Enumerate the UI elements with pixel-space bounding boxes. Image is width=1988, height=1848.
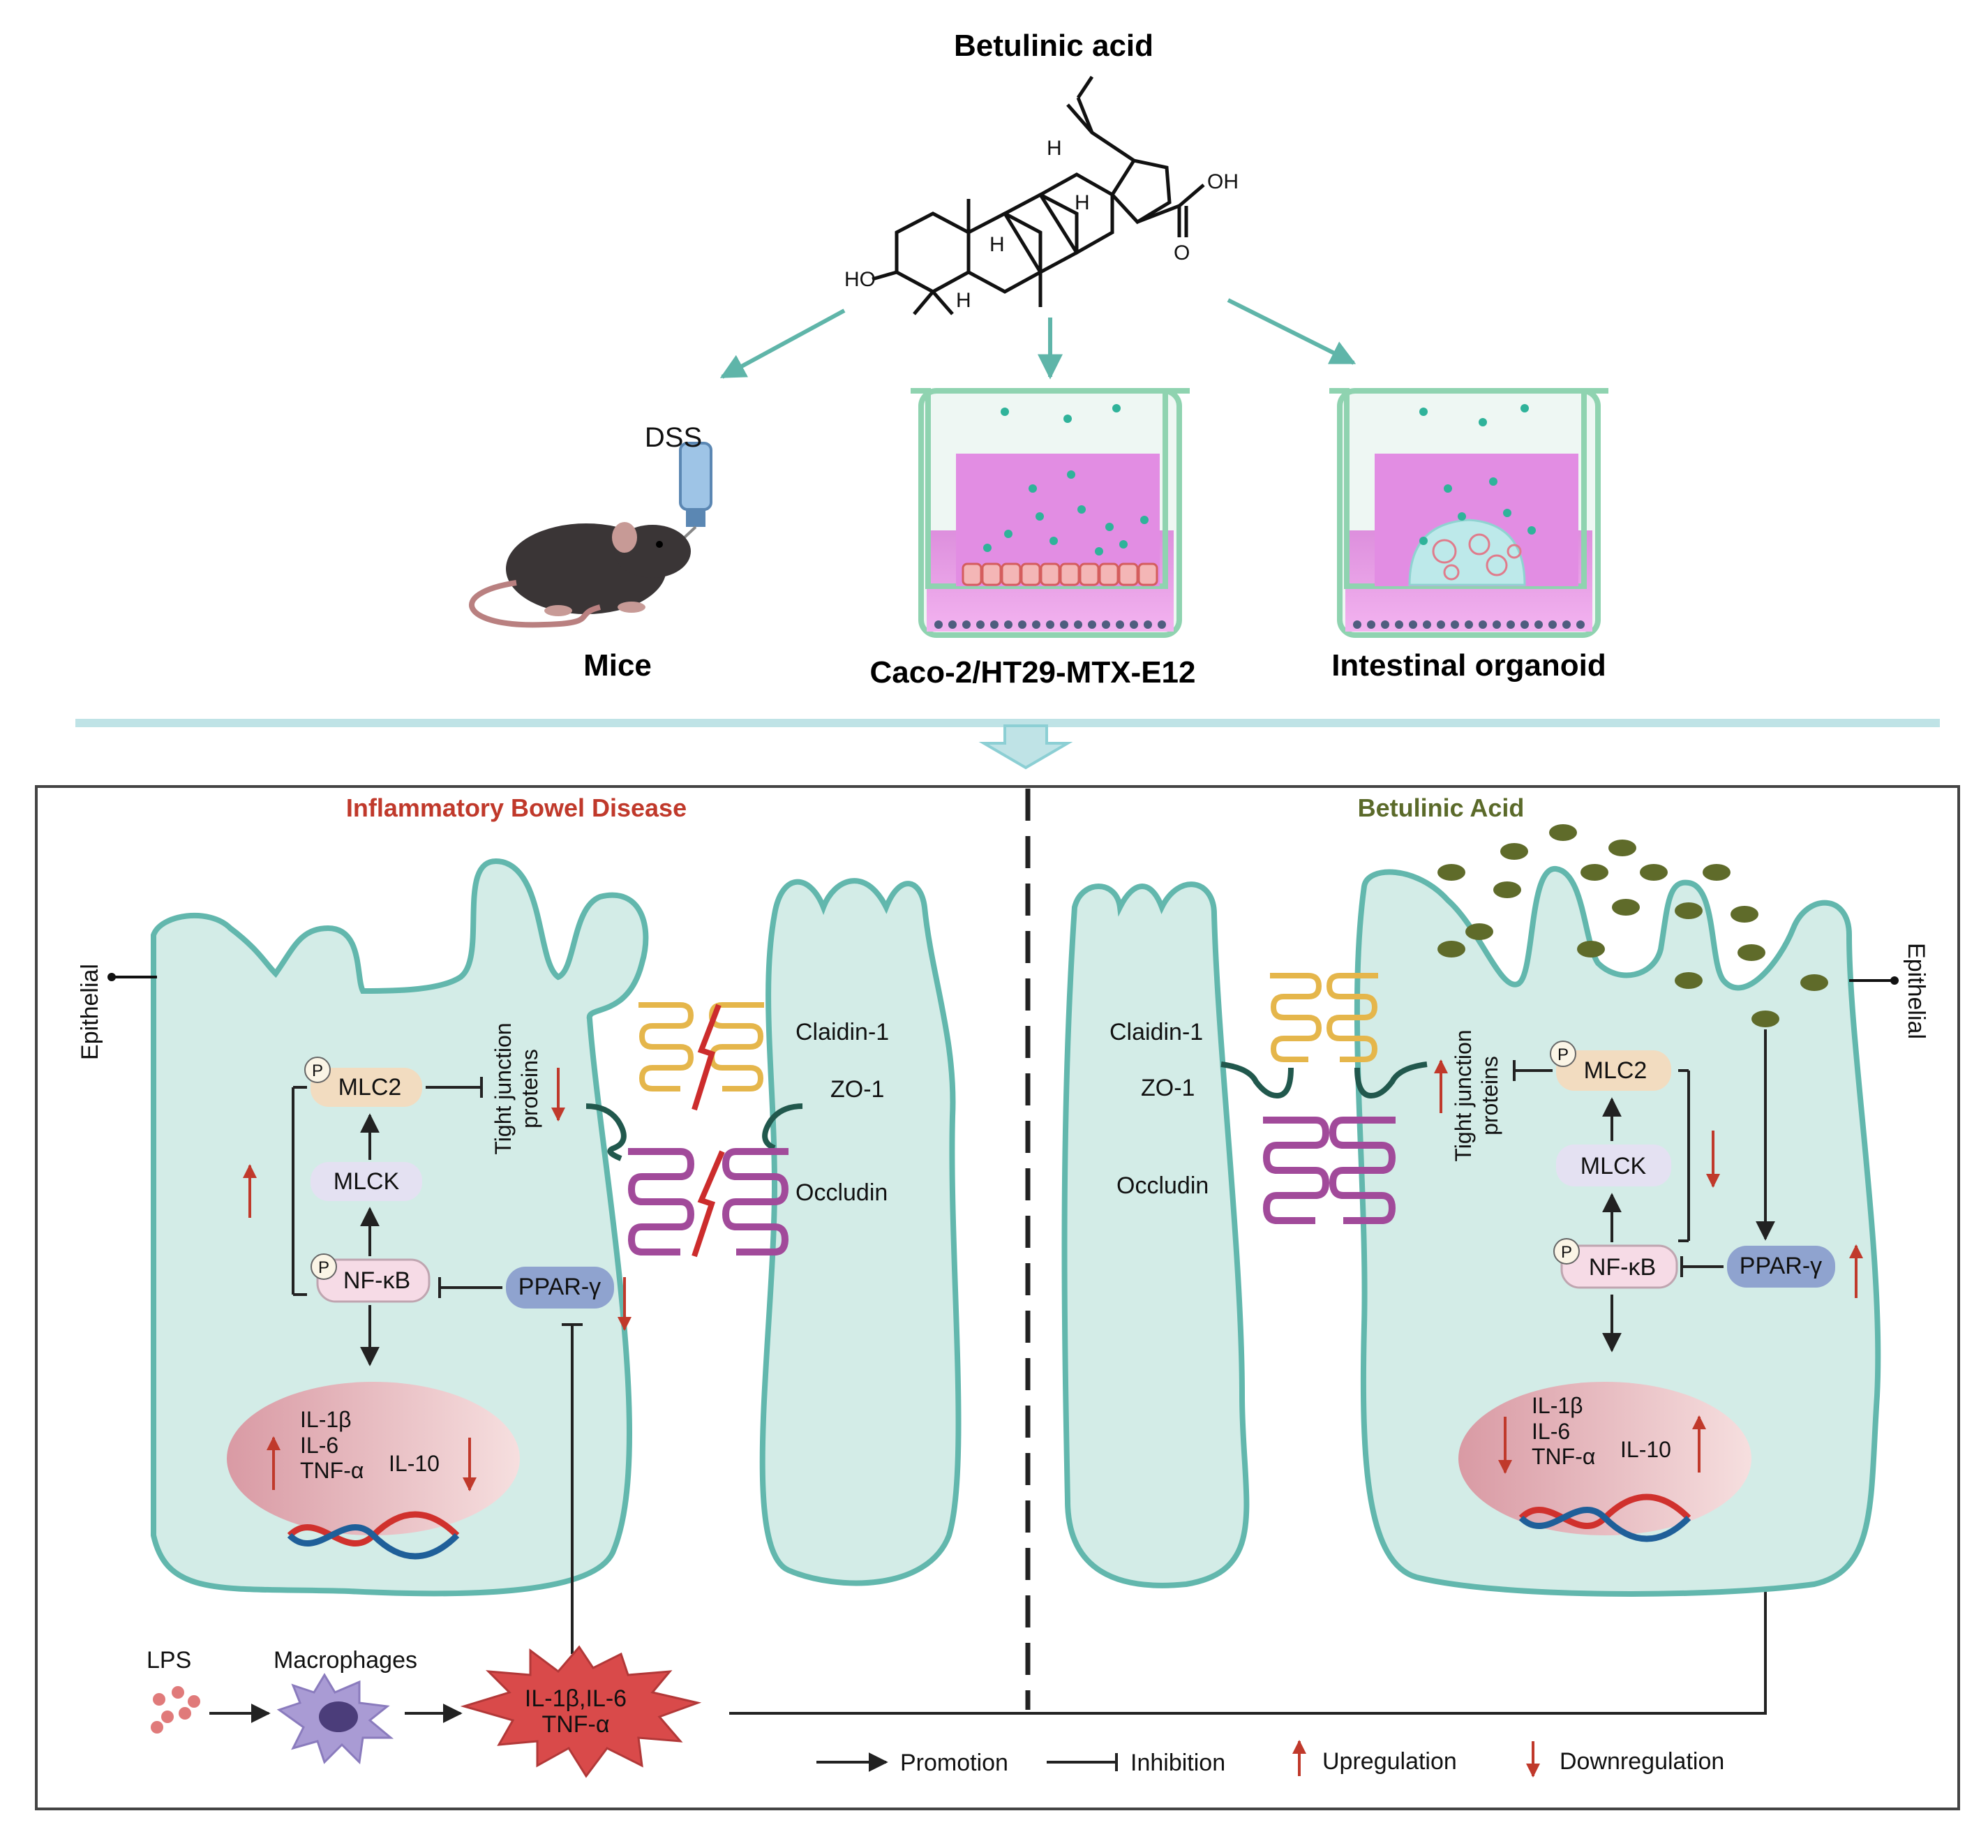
ppar-label: PPAR-γ: [518, 1274, 601, 1300]
nfkb-label: NF-κB: [1589, 1254, 1656, 1281]
h-atom-label: H: [956, 289, 971, 312]
dna-strand: [1518, 1506, 1691, 1542]
occludin-label-left: Occludin: [795, 1179, 888, 1206]
left-pathway-edges: [292, 1077, 583, 1654]
mlc2-node-right: MLC2 P: [1550, 1041, 1671, 1091]
acid-oh-label: OH: [1207, 170, 1239, 193]
junction-right: [1220, 973, 1428, 1224]
zo1-label-left: ZO-1: [830, 1076, 884, 1103]
ppar-node-right: PPAR-γ: [1727, 1246, 1835, 1288]
tight-junction-label-right-1: Tight junction: [1451, 1029, 1476, 1161]
mlc2-node-left: MLC2 P: [304, 1057, 422, 1107]
claudin-label-left: Claidin-1: [795, 1019, 889, 1045]
nucleus-left: IL-1β IL-6 TNF-α IL-10: [227, 1382, 520, 1560]
legend-downregulation-label: Downregulation: [1560, 1748, 1724, 1775]
epithelial-cell-right-main: [1354, 866, 1881, 1597]
burst-label: TNF-α: [541, 1711, 609, 1738]
cytokine-label: IL-1β: [1532, 1393, 1583, 1418]
lightning-break: [692, 1004, 722, 1111]
il10-label: IL-10: [389, 1451, 440, 1476]
legend-promotion-label: Promotion: [900, 1750, 1008, 1776]
model-label-mice: Mice: [583, 648, 652, 683]
tight-junction-label-left-1: Tight junction: [491, 1022, 516, 1154]
right-pathway-edges: [1513, 1029, 1775, 1353]
h-atom-label: H: [1075, 191, 1090, 214]
nfkb-node-right: NF-κB P: [1553, 1238, 1678, 1289]
nfkb-label: NF-κB: [343, 1267, 410, 1294]
nfkb-node-left: NF-κB P: [311, 1253, 431, 1303]
cytokine-label: IL-1β: [300, 1407, 352, 1432]
cytokine-label: TNF-α: [1532, 1444, 1595, 1469]
cytokine-burst: IL-1β,IL-6 TNF-α: [460, 1645, 702, 1778]
cytokine-label: IL-6: [300, 1433, 338, 1458]
phospho-label: P: [318, 1258, 329, 1277]
model-label-caco2: Caco-2/HT29-MTX-E12: [869, 655, 1195, 690]
legend-upregulation-label: Upregulation: [1322, 1748, 1457, 1775]
junction-left: [585, 1002, 803, 1258]
dna-strand: [287, 1523, 460, 1560]
mlck-node-right: MLCK: [1556, 1145, 1671, 1186]
left-panel-title: Inflammatory Bowel Disease: [346, 793, 687, 822]
cytokine-label: TNF-α: [300, 1458, 364, 1483]
model-label-organoid: Intestinal organoid: [1331, 648, 1606, 683]
epithelial-pointer-dot: [107, 973, 116, 981]
betulinic-acid-structure: [872, 75, 1205, 315]
phospho-badge: [304, 1057, 331, 1083]
lightning-break: [692, 1150, 725, 1258]
phospho-label: P: [312, 1061, 323, 1080]
section-divider: [75, 719, 1940, 727]
mouse-illustration: DSS: [469, 422, 712, 628]
mlc2-label: MLC2: [1584, 1057, 1647, 1084]
il10-label: IL-10: [1620, 1437, 1671, 1462]
legend-inhibition-label: Inhibition: [1130, 1750, 1225, 1776]
nucleus-right: IL-1β IL-6 TNF-α IL-10: [1458, 1382, 1751, 1542]
right-panel-title: Betulinic Acid: [1358, 793, 1525, 822]
phospho-badge: [1550, 1041, 1576, 1067]
dss-label: DSS: [645, 422, 702, 453]
molecule-atom-labels: HO OH O H H H H: [844, 137, 1239, 312]
epithelial-cell-left-neighbor: [759, 878, 962, 1586]
betulinic-acid-particles: [1437, 824, 1828, 1027]
macrophage-icon: [276, 1673, 394, 1765]
mlck-label: MLCK: [1580, 1153, 1647, 1179]
phospho-badge: [311, 1253, 337, 1280]
mlc2-label: MLC2: [338, 1074, 402, 1101]
h-atom-label: H: [1047, 137, 1062, 160]
phospho-label: P: [1557, 1045, 1569, 1064]
compound-title: Betulinic acid: [954, 29, 1153, 63]
phospho-label: P: [1561, 1243, 1572, 1262]
burst-label: IL-1β,IL-6: [525, 1685, 627, 1712]
tight-junction-label-right-2: proteins: [1477, 1056, 1502, 1135]
mechanism-frame: [35, 785, 1960, 1810]
cytokine-label: IL-6: [1532, 1419, 1570, 1444]
acid-o-label: O: [1174, 241, 1190, 264]
down-block-arrow: [978, 724, 1073, 770]
ppar-label: PPAR-γ: [1740, 1253, 1822, 1279]
mlck-node-left: MLCK: [311, 1162, 422, 1201]
epithelial-cell-right-neighbor: [1061, 881, 1250, 1588]
transwell-organoid: [1329, 388, 1608, 638]
lps-label: LPS: [147, 1647, 191, 1674]
macrophages-label: Macrophages: [274, 1647, 417, 1674]
zo1-label-right: ZO-1: [1141, 1075, 1195, 1101]
legend: Promotion Inhibition Upregulation Downre…: [816, 1740, 1724, 1778]
epithelial-label-left: Epithelial: [77, 964, 103, 1060]
occludin-label-right: Occludin: [1116, 1172, 1209, 1199]
right-regulation-arrows: [1706, 1131, 1863, 1298]
mlck-label: MLCK: [334, 1168, 400, 1195]
epithelial-label-right: Epithelial: [1903, 943, 1929, 1039]
phospho-badge: [1553, 1238, 1580, 1265]
ppar-node-left: PPAR-γ: [506, 1267, 614, 1309]
tight-junction-label-left-2: proteins: [517, 1049, 542, 1128]
lps-particles: [151, 1686, 200, 1734]
hydroxyl-label: HO: [844, 268, 876, 291]
h-atom-label: H: [989, 233, 1005, 256]
left-regulation-arrows: [243, 1068, 631, 1331]
epithelial-pointer-dot: [1890, 976, 1899, 985]
transwell-caco2: [911, 388, 1190, 638]
model-arrows: [719, 298, 1357, 380]
claudin-label-right: Claidin-1: [1109, 1019, 1203, 1045]
